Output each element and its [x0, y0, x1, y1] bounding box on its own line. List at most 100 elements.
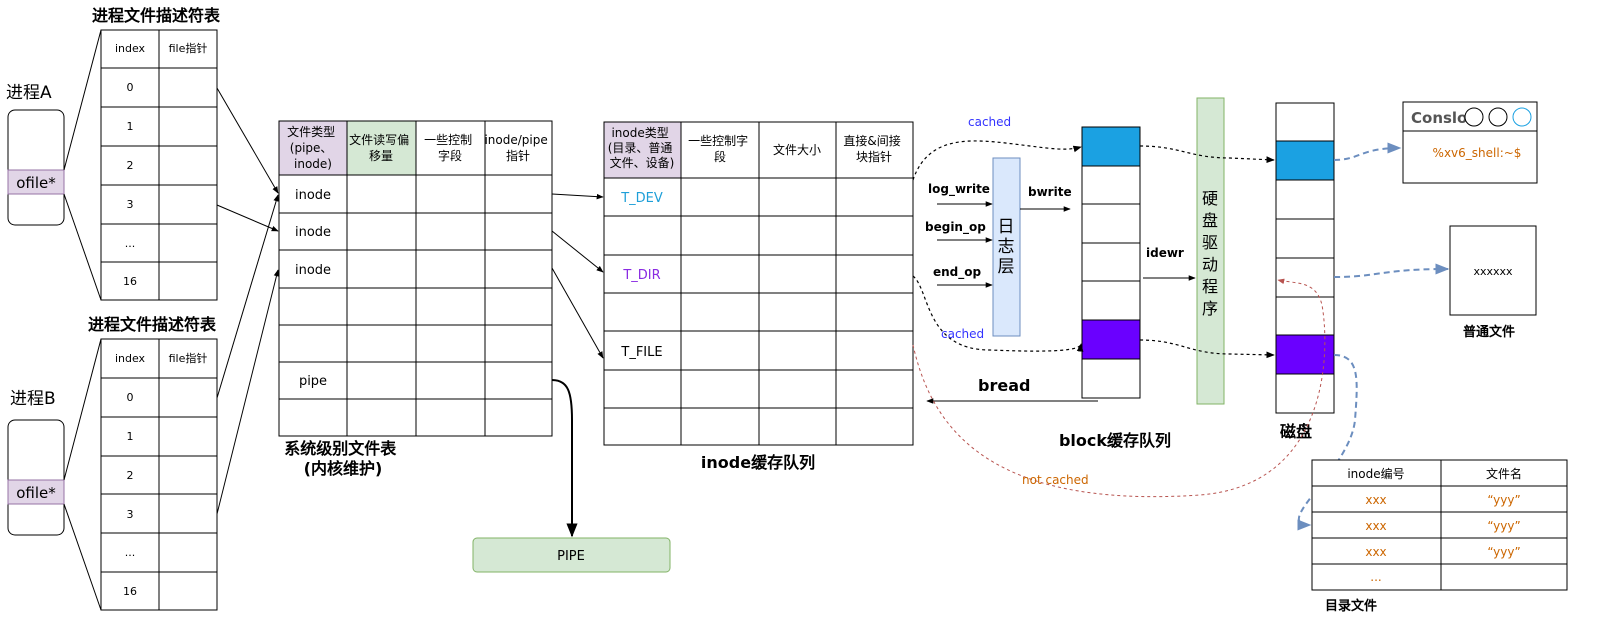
fd-b-row-2: 2 [127, 469, 134, 482]
disk-driver-box: 硬 盘 驱 动 程 序 [1196, 97, 1225, 405]
console-circle-icon [1512, 107, 1532, 127]
inode-row-tdir: T_DIR [622, 268, 660, 283]
idewr-label: idewr [1146, 246, 1184, 260]
fd-a-row-3: 3 [127, 198, 134, 211]
file-table-title: 系统级别文件表 (内核维护) [284, 439, 402, 478]
regular-file-box: xxxxxx [1449, 225, 1537, 316]
console-circle-icon [1464, 107, 1484, 127]
disk-blocks [1275, 102, 1335, 414]
dir-file-caption: 目录文件 [1325, 598, 1377, 614]
dir-row-2-name: “yyy” [1487, 545, 1520, 559]
bwrite-label: bwrite [1028, 185, 1072, 199]
process-b-label: 进程B [10, 389, 56, 409]
inode-cache-table: inode类型 (目录、普通 文件、设备) 一些控制字 段 文件大小 直接&间接… [603, 121, 914, 446]
ofile-label-b: ofile* [16, 484, 56, 502]
console-text: %xv6_shell:~$ [1433, 146, 1522, 160]
dir-row-1-name: “yyy” [1487, 519, 1520, 533]
fd-a-row-2: 2 [127, 159, 134, 172]
process-a-box: ofile* [7, 109, 65, 226]
regular-file-content: xxxxxx [1473, 265, 1513, 278]
file-table-header-3: inode/pipe 指针 [484, 133, 551, 163]
fd-a-row-4: ... [125, 237, 136, 250]
file-to-inode-arrows [551, 193, 604, 359]
not-cached-label: not cached [1022, 473, 1089, 487]
dir-row-0-name: “yyy” [1487, 493, 1520, 507]
fd-a-row-5: 16 [123, 275, 137, 288]
system-file-table: 文件类型 (pipe、 inode) 文件读写偏 移量 一些控制 字段 inod… [278, 120, 553, 437]
log-input-arrows [937, 201, 993, 288]
fd-a-row-1: 1 [127, 120, 134, 133]
dir-header-inode: inode编号 [1347, 466, 1404, 481]
file-table-header-1: 文件读写偏 移量 [349, 132, 413, 163]
log-layer-box: 日 志 层 [992, 157, 1021, 337]
dir-row-2-inode: xxx [1365, 545, 1386, 559]
block-cache-title: block缓存队列 [1059, 431, 1171, 450]
dir-row-3-inode: ... [1370, 570, 1381, 584]
inode-header-0: inode类型 (目录、普通 文件、设备) [608, 126, 677, 170]
console-title: Conslo [1411, 109, 1467, 127]
file-table-row-2: inode [295, 263, 331, 278]
disk-to-file-connectors [1297, 142, 1450, 531]
inode-header-2: 文件大小 [773, 142, 821, 157]
console-window: Conslo %xv6_shell:~$ [1402, 101, 1538, 184]
fd-b-row-5: 16 [123, 585, 137, 598]
fd-b-row-4: ... [125, 546, 136, 559]
driver-char-5: 序 [1202, 299, 1218, 318]
disk-title: 磁盘 [1280, 422, 1312, 441]
process-b-box: ofile* [7, 419, 65, 536]
file-table-row-5: pipe [299, 374, 327, 389]
fd-table-title-a: 进程文件描述符表 [92, 6, 221, 25]
driver-char-0: 硬 [1202, 189, 1218, 208]
fd-a-header-index: index [115, 42, 146, 55]
file-table-header-2: 一些控制 字段 [424, 133, 476, 163]
fd-table-a: index file指针 0 1 2 3 ... 16 [100, 29, 218, 301]
log-write-label: log_write [928, 182, 990, 197]
dir-header-name: 文件名 [1486, 466, 1522, 481]
log-layer-char-0: 日 [998, 217, 1015, 237]
end-op-label: end_op [933, 265, 982, 280]
driver-char-2: 驱 [1202, 233, 1218, 252]
file-table-row-0: inode [295, 188, 331, 203]
begin-op-label: begin_op [925, 220, 986, 235]
fd-b-header-file: file指针 [169, 351, 208, 365]
inode-row-tdev: T_DEV [620, 191, 663, 206]
fd-b-row-0: 0 [127, 391, 134, 404]
file-table-row-1: inode [295, 225, 331, 240]
file-table-header-0: 文件类型 (pipe、 inode) [287, 124, 339, 171]
log-layer-char-1: 志 [998, 237, 1015, 257]
driver-char-1: 盘 [1202, 211, 1218, 230]
cached-label-bottom: cached [941, 327, 984, 341]
regular-file-caption: 普通文件 [1463, 324, 1515, 340]
dir-file-table: inode编号 文件名 xxx “yyy” xxx “yyy” xxx “yyy… [1311, 459, 1568, 591]
driver-char-4: 程 [1202, 277, 1218, 296]
fd-table-title-b: 进程文件描述符表 [88, 315, 217, 334]
driver-char-3: 动 [1202, 255, 1218, 274]
pipe-box: PIPE [472, 537, 671, 573]
process-to-fd-lines [63, 29, 102, 611]
ofile-label-a: ofile* [16, 174, 56, 192]
fd-a-header-file: file指针 [169, 41, 208, 55]
block-cache-queue [1081, 126, 1141, 399]
pipe-arrow [551, 379, 578, 538]
log-layer-char-2: 层 [998, 257, 1015, 277]
inode-header-3: 直接&间接 块指针 [843, 133, 904, 164]
fd-to-file-arrows [216, 87, 280, 515]
fd-a-row-0: 0 [127, 81, 134, 94]
inode-header-1: 一些控制字 段 [688, 133, 752, 164]
dir-row-0-inode: xxx [1365, 493, 1386, 507]
inode-cache-title: inode缓存队列 [701, 453, 815, 472]
inode-row-tfile: T_FILE [620, 345, 662, 360]
cached-connectors [912, 140, 1275, 359]
fd-table-b: index file指针 0 1 2 3 ... 16 [100, 338, 218, 611]
fd-b-header-index: index [115, 352, 146, 365]
pipe-label: PIPE [557, 549, 585, 564]
console-circle-icon [1488, 107, 1508, 127]
process-a-label: 进程A [6, 83, 52, 103]
fd-b-row-3: 3 [127, 508, 134, 521]
not-cached-connector [912, 278, 1326, 498]
bread-label: bread [978, 376, 1030, 395]
cached-label-top: cached [968, 115, 1011, 129]
fd-b-row-1: 1 [127, 430, 134, 443]
dir-row-1-inode: xxx [1365, 519, 1386, 533]
